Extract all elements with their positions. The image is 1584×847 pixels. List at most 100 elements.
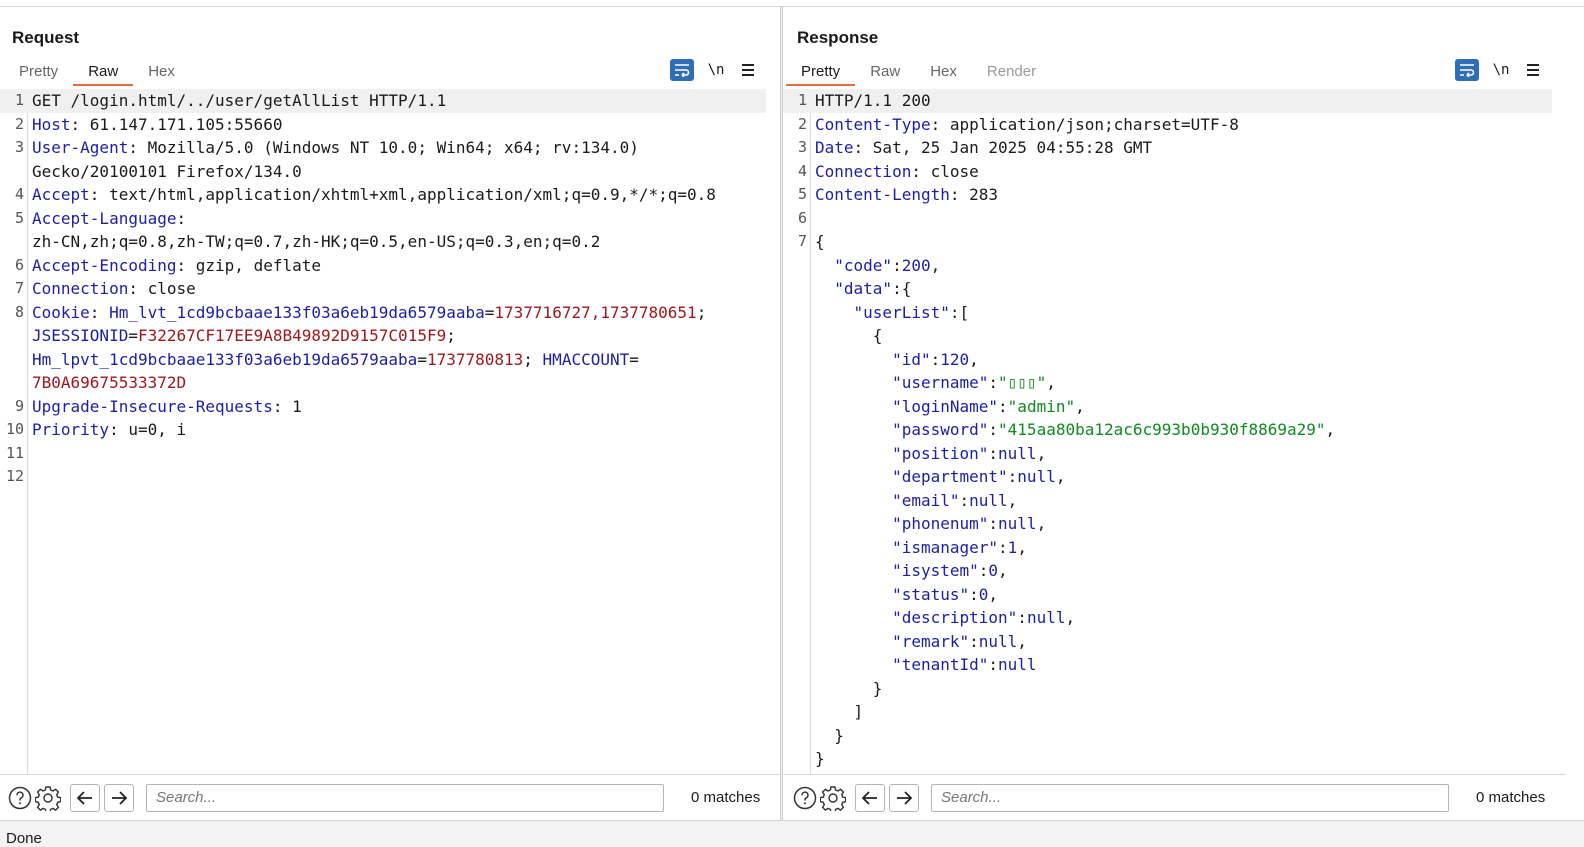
tab-pretty[interactable]: Pretty [786,62,856,86]
arrow-right-icon[interactable] [889,783,919,812]
line-content [28,465,32,489]
line-number: 1 [797,91,807,109]
token-text [815,514,892,533]
help-icon[interactable] [6,784,34,812]
token-text: , [1017,537,1027,557]
token-text: : [969,584,979,604]
code-line: "description":null, [783,606,1566,630]
line-number [0,160,28,184]
token-key: "id" [892,349,931,369]
token-key: Upgrade-Insecure-Requests [32,396,273,416]
line-number: 9 [14,396,24,415]
token-key: "email" [892,490,960,510]
token-text: : [988,655,999,674]
show-newlines-button[interactable]: \n [1492,62,1510,78]
code-line: "isystem":0, [783,559,1566,583]
line-number [783,630,811,654]
tab-raw[interactable]: Raw [73,62,134,86]
line-number [783,606,811,630]
help-icon[interactable] [791,784,819,812]
token-key: JSESSIONID [32,326,129,345]
token-text: ; [523,349,543,369]
line-content: ] [811,700,864,724]
code-line: "loginName":"admin", [783,395,1566,419]
line-number [783,559,811,583]
tab-hex[interactable]: Hex [148,63,175,80]
code-line: 7B0A69675533372D [0,371,780,395]
token-literal: 200 [901,255,931,275]
tab-render[interactable]: Render [986,63,1037,80]
tab-pretty[interactable]: Pretty [19,63,59,80]
search-input[interactable]: Search... [931,783,1449,812]
token-text: { [815,326,883,345]
arrow-left-icon[interactable] [70,783,100,812]
line-content: Cookie: Hm_lvt_1cd9bcbaae133f03a6eb19da6… [28,301,706,325]
line-number: 8 [14,302,24,321]
wrap-lines-icon[interactable] [670,59,694,81]
arrow-left-icon[interactable] [855,783,885,812]
line-number [783,724,811,748]
show-newlines-button[interactable]: \n [707,62,725,78]
tab-raw[interactable]: Raw [870,63,901,80]
line-number: 7 [14,279,24,297]
line-content: } [811,677,883,701]
settings-icon[interactable] [819,784,847,812]
token-literal: 0 [978,584,989,604]
line-number: 12 [5,467,24,485]
line-content: "loginName":"admin", [811,395,1085,419]
token-key: User-Agent [32,138,129,157]
code-line: } [783,724,1566,748]
token-literal: null [1017,467,1056,486]
tab-hex[interactable]: Hex [930,63,957,80]
line-number: 11 [5,443,24,462]
token-text [815,491,892,510]
token-key: "phonenum" [892,514,989,533]
token-text: : Mozilla/5.0 (Windows NT 10.0; Win64; x… [128,138,639,157]
token-text: :{ [892,279,912,298]
token-text: : u=0, i [109,420,187,439]
menu-icon[interactable] [1523,64,1541,76]
token-text: , [1007,490,1018,510]
line-gutter [783,89,811,774]
code-line: 12 [0,465,780,489]
response-search-bar: Search... 0 matches [783,774,1566,820]
code-line: 11 [0,442,780,466]
menu-icon[interactable] [738,64,756,76]
request-toolbar: \n [670,59,756,81]
token-text [815,279,834,298]
token-text: , [1036,443,1047,463]
line-number [783,301,811,325]
token-key: Content-Length [815,185,950,204]
line-number [783,254,811,278]
line-content: "userList":[ [811,301,970,325]
line-number [783,700,811,724]
line-content: "phonenum":null, [811,512,1046,536]
token-text: : [978,561,989,580]
token-text: : 283 [949,185,999,204]
code-line: "remark":null, [783,630,1566,654]
code-line: } [783,677,1566,701]
pane-splitter[interactable] [780,7,783,820]
token-key: Hm_lvt_1cd9bcbaae133f03a6eb19da6579aaba [109,302,485,322]
line-content: "department":null, [811,465,1065,489]
token-text [815,585,892,604]
token-text: , [969,349,979,369]
token-value: F32267CF17EE9A8B49892D9157C015F9 [137,326,447,345]
token-key: Accept-Language [32,208,177,228]
line-content: "description":null, [811,606,1075,630]
settings-icon[interactable] [34,784,62,812]
token-text: = [128,326,138,345]
line-number [783,489,811,513]
search-input[interactable]: Search... [146,783,664,812]
wrap-lines-icon[interactable] [1455,59,1479,81]
line-content: Accept-Language: [28,207,186,231]
arrow-right-icon[interactable] [104,783,134,812]
response-toolbar: \n [1455,59,1541,81]
